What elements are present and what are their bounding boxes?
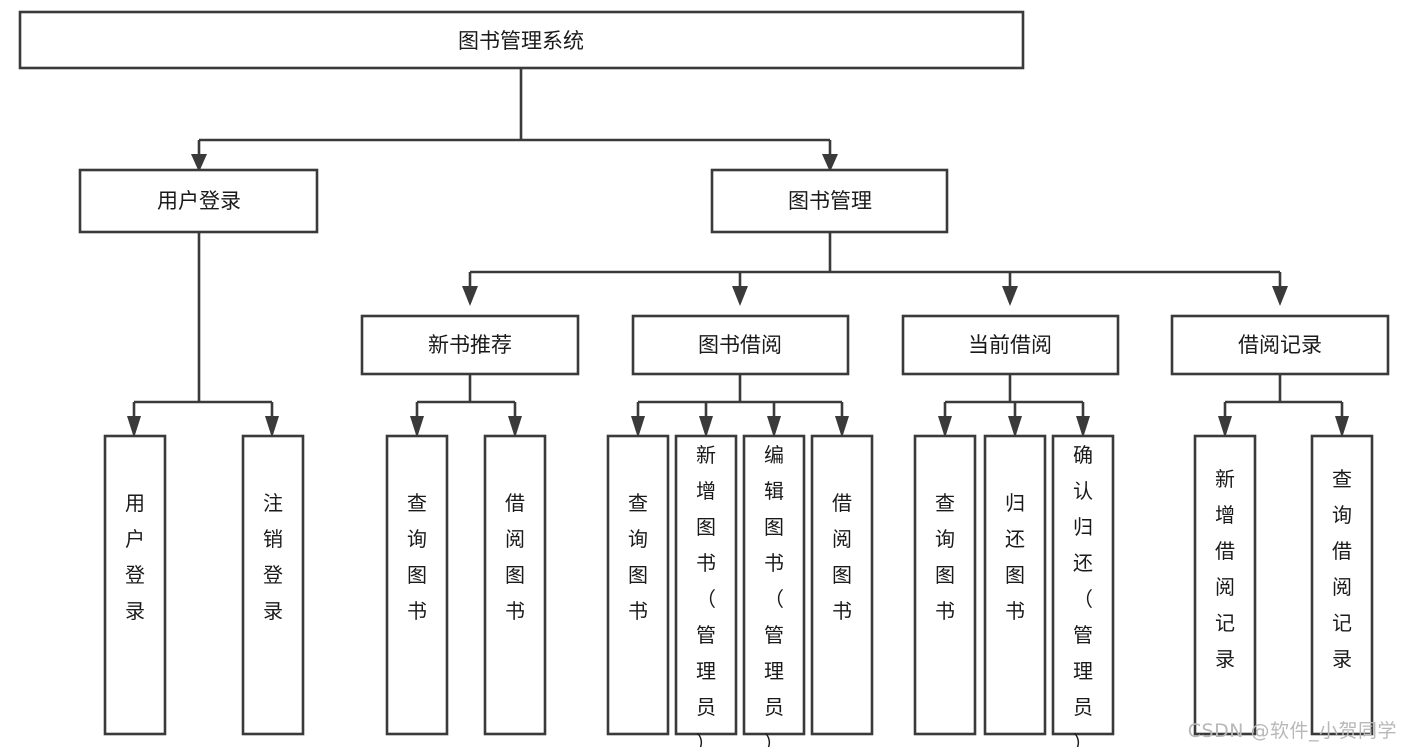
leaf-node-user-login[interactable]: 用户登录 xyxy=(103,434,167,736)
leaf-label: 新增借阅记录 xyxy=(1215,467,1235,671)
connector-layer xyxy=(127,68,1349,438)
borrow-record-label: 借阅记录 xyxy=(1238,333,1322,357)
arrowhead-leaf-logout-login xyxy=(265,416,279,438)
leaf-label: 借阅图书 xyxy=(505,491,525,623)
arrowhead-borrow-leaf-4 xyxy=(835,416,849,438)
arrowhead-book-borrow xyxy=(732,286,748,306)
leaf-node-record-query-borrow-record[interactable]: 查询借阅记录 xyxy=(1310,434,1374,736)
leaf-node-borrow-query-book[interactable]: 查询图书 xyxy=(606,434,670,736)
leaf-node-borrow-borrow-book[interactable]: 借阅图书 xyxy=(810,434,874,736)
leaf-label: 查询图书 xyxy=(935,491,955,623)
leaf-node-recommend-query-book[interactable]: 查询图书 xyxy=(385,434,449,736)
leaf-box xyxy=(742,434,806,736)
leaf-box xyxy=(1310,434,1374,736)
arrowhead-recommend-leaf-2 xyxy=(508,416,522,438)
leaf-node-logout-login[interactable]: 注销登录 xyxy=(241,434,305,736)
leaf-node-borrow-edit-book-admin[interactable]: 编辑图书（管理员） xyxy=(742,434,806,747)
leaf-node-record-add-borrow-record[interactable]: 新增借阅记录 xyxy=(1193,434,1257,736)
arrowhead-current-leaf-3 xyxy=(1076,416,1090,438)
user-login-box xyxy=(78,168,319,234)
leaf-label: 查询图书 xyxy=(407,491,427,623)
node-user-login[interactable]: 用户登录 xyxy=(78,168,319,234)
book-management-box xyxy=(710,168,949,234)
arrowhead-recommend-leaf-1 xyxy=(410,416,424,438)
leaf-label: 查询图书 xyxy=(628,491,648,623)
leaf-label: 借阅图书 xyxy=(832,491,852,623)
leaf-node-current-confirm-return-admin[interactable]: 确认归还（管理员） xyxy=(1051,434,1115,747)
leaf-node-recommend-borrow-book[interactable]: 借阅图书 xyxy=(483,434,547,736)
arrowhead-borrow-leaf-2 xyxy=(699,416,713,438)
arrowhead-borrow-leaf-3 xyxy=(767,416,781,438)
leaf-box xyxy=(103,434,167,736)
current-borrow-label: 当前借阅 xyxy=(968,333,1052,357)
arrowhead-borrow-leaf-1 xyxy=(631,416,645,438)
leaf-node-borrow-add-book-admin[interactable]: 新增图书（管理员） xyxy=(674,434,738,747)
root-box xyxy=(18,10,1025,70)
leaf-label: 编辑图书（管理员） xyxy=(764,443,784,747)
leaf-label: 新增图书（管理员） xyxy=(696,443,716,747)
leaf-node-current-query-book[interactable]: 查询图书 xyxy=(913,434,977,736)
arrowhead-leaf-user-login xyxy=(127,416,141,438)
user-login-label: 用户登录 xyxy=(157,189,241,213)
book-borrow-label: 图书借阅 xyxy=(698,333,782,357)
node-new-book-recommend[interactable]: 新书推荐 xyxy=(360,314,580,376)
leaf-node-current-return-book[interactable]: 归还图书 xyxy=(983,434,1047,736)
leaf-box xyxy=(1051,434,1115,736)
leaf-label: 确认归还（管理员） xyxy=(1073,443,1093,747)
arrowhead-current-borrow xyxy=(1002,286,1018,306)
node-current-borrow[interactable]: 当前借阅 xyxy=(901,314,1120,376)
leaf-label: 用户登录 xyxy=(125,491,145,623)
book-borrow-box xyxy=(631,314,850,376)
borrow-record-box xyxy=(1170,314,1390,376)
leaf-box xyxy=(810,434,874,736)
leaf-box xyxy=(1193,434,1257,736)
leaf-box xyxy=(674,434,738,736)
book-management-label: 图书管理 xyxy=(788,189,872,213)
arrowhead-current-leaf-1 xyxy=(938,416,952,438)
leaf-label: 归还图书 xyxy=(1005,491,1025,623)
arrowhead-borrow-record xyxy=(1272,286,1288,306)
current-borrow-box xyxy=(901,314,1120,376)
leaf-box xyxy=(241,434,305,736)
arrowhead-book-mgmt xyxy=(822,154,838,172)
leaf-box xyxy=(913,434,977,736)
root-label: 图书管理系统 xyxy=(458,29,584,53)
node-borrow-record[interactable]: 借阅记录 xyxy=(1170,314,1390,376)
leaf-box xyxy=(983,434,1047,736)
node-root-system[interactable]: 图书管理系统 xyxy=(18,10,1025,70)
arrowhead-user-login xyxy=(191,154,207,172)
leaf-box xyxy=(483,434,547,736)
node-book-borrow[interactable]: 图书借阅 xyxy=(631,314,850,376)
new-book-recommend-label: 新书推荐 xyxy=(428,333,512,357)
leaf-label: 查询借阅记录 xyxy=(1332,467,1352,671)
arrowhead-record-leaf-2 xyxy=(1335,416,1349,438)
node-book-management[interactable]: 图书管理 xyxy=(710,168,949,234)
leaf-box xyxy=(606,434,670,736)
leaf-box xyxy=(385,434,449,736)
arrowhead-current-leaf-2 xyxy=(1008,416,1022,438)
arrowhead-record-leaf-1 xyxy=(1218,416,1232,438)
arrowhead-new-book-recommend xyxy=(462,286,478,306)
leaf-label: 注销登录 xyxy=(263,491,283,623)
new-book-recommend-box xyxy=(360,314,580,376)
